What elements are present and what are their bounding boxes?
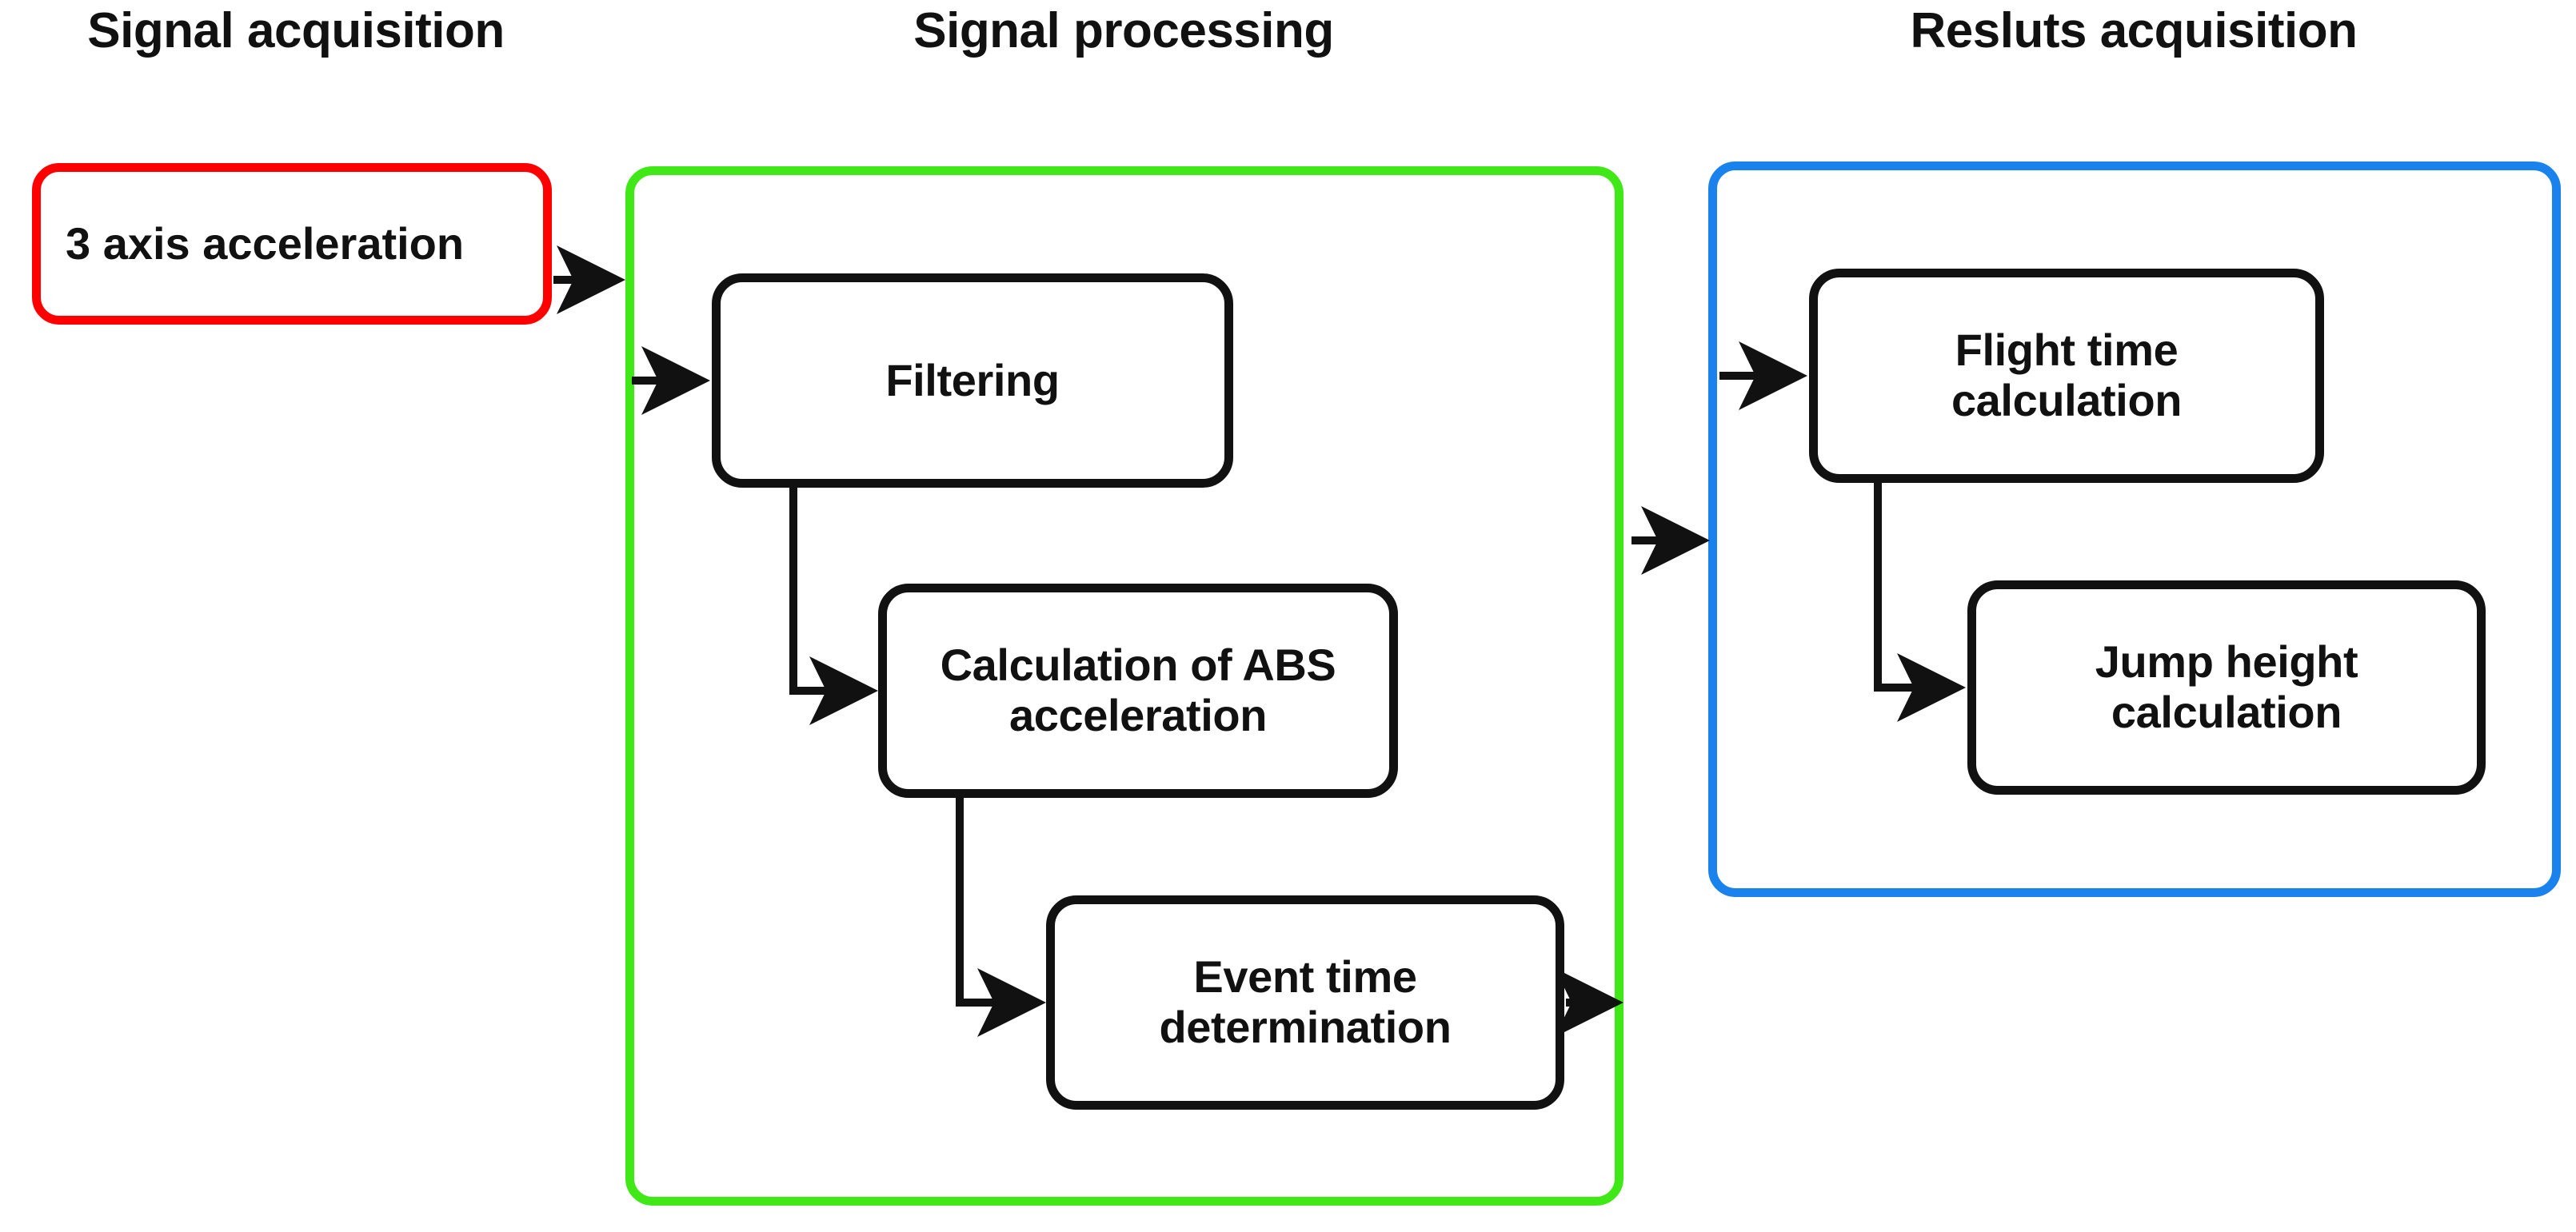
node-abs-acceleration[interactable]: Calculation of ABS acceleration [878, 584, 1398, 798]
section-title-signal-processing: Signal processing [913, 3, 1334, 58]
node-flight-time[interactable]: Flight time calculation [1809, 269, 2324, 483]
node-label-abs-acceleration: Calculation of ABS acceleration [940, 640, 1336, 740]
node-label-event-time: Event time determination [1159, 951, 1452, 1052]
group-results-acquisition [1708, 161, 2561, 897]
section-title-signal-acquisition: Signal acquisition [87, 3, 505, 58]
input-signal-label: 3 axis acceleration [66, 218, 465, 269]
node-label-jump-height: Jump height calculation [2095, 636, 2358, 737]
node-event-time[interactable]: Event time determination [1046, 895, 1564, 1110]
node-jump-height[interactable]: Jump height calculation [1967, 580, 2486, 795]
section-title-results-acquisition: Resluts acquisition [1910, 3, 2358, 58]
group-signal-processing [625, 166, 1623, 1206]
group-signal-acquisition [32, 163, 552, 325]
node-label-flight-time: Flight time calculation [1951, 325, 2183, 425]
node-filtering[interactable]: Filtering [712, 273, 1233, 488]
node-label-filtering: Filtering [885, 354, 1060, 405]
